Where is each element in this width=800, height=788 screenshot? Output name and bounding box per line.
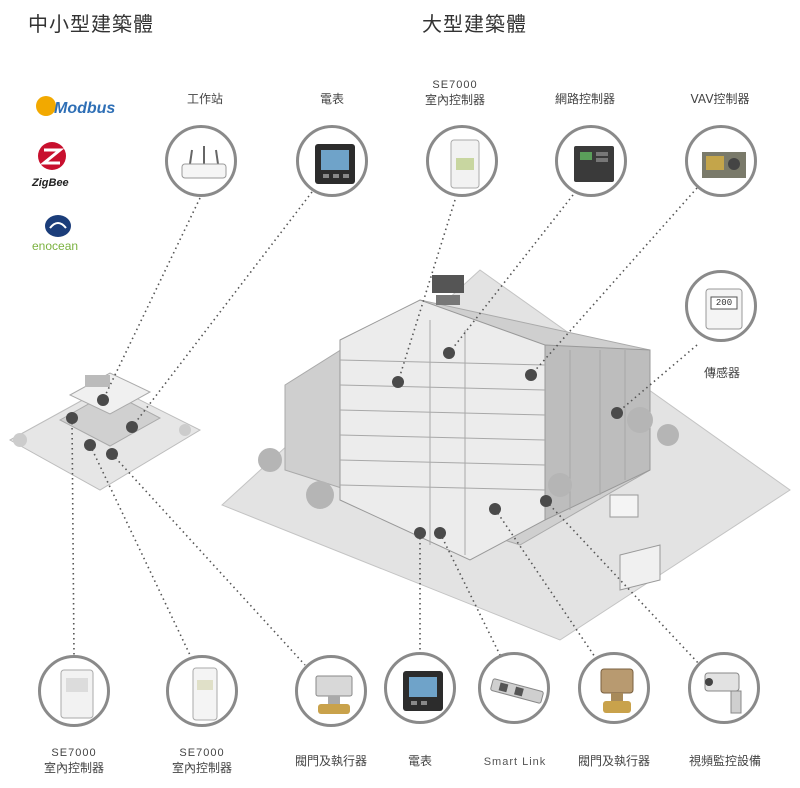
thermostat-icon (60, 669, 94, 719)
smart-link-module-icon (490, 678, 544, 704)
connector-lines (71, 187, 701, 666)
label-se7000-bottom-b-model: SE7000 (179, 747, 225, 759)
meter-top-circle (296, 125, 368, 197)
network-controller-circle (555, 125, 627, 197)
smart-link-circle (478, 652, 550, 724)
zigbee-logo: ZigBee (30, 140, 90, 192)
label-se7000-bottom-a-model: SE7000 (51, 747, 97, 759)
vav-controller-icon (702, 152, 746, 178)
label-smart-link: Smart Link (483, 756, 547, 768)
label-se7000-top: SE7000 室內控制器 (415, 78, 495, 108)
label-workstation: 工作站 (186, 92, 223, 106)
cctv-circle (688, 652, 760, 724)
sensor-display: 200 (715, 298, 733, 308)
label-meter-bottom: 電表 (407, 754, 432, 768)
label-valve-b: 閥門及執行器 (577, 754, 650, 768)
valve-actuator-icon (600, 668, 634, 713)
heading-small-building: 中小型建築體 (28, 12, 154, 36)
cctv-camera-icon (704, 672, 742, 714)
label-network-controller: 網路控制器 (554, 92, 615, 106)
label-vav-controller: VAV控制器 (690, 92, 750, 106)
small-building (8, 372, 202, 491)
label-valve-a: 閥門及執行器 (294, 754, 367, 768)
modbus-text: Modbus (54, 100, 115, 117)
sensor-icon (705, 288, 743, 330)
network-controller-icon (574, 146, 614, 182)
wireless-router-icon (181, 146, 227, 179)
heading-large-building: 大型建築體 (422, 12, 527, 36)
valve-actuator-icon (315, 675, 353, 714)
label-se7000-bottom-a: SE7000 室內控制器 (34, 746, 114, 776)
se7000-top-circle (426, 125, 498, 197)
valve-a-circle (295, 655, 367, 727)
connection-nodes (66, 347, 623, 539)
label-se7000-bottom-a-name: 室內控制器 (43, 761, 104, 775)
valve-b-circle (578, 652, 650, 724)
label-sensor: 傳感器 (703, 366, 740, 380)
se7000-bottom-b-circle (166, 655, 238, 727)
enocean-logo: enocean (30, 212, 110, 256)
label-se7000-bottom-b-name: 室內控制器 (171, 761, 232, 775)
zigbee-text: ZigBee (31, 177, 69, 189)
meter-bottom-circle (384, 652, 456, 724)
thermostat-icon (192, 667, 218, 721)
workstation-circle (165, 125, 237, 197)
sensor-circle: 200 (685, 270, 757, 342)
se7000-bottom-a-circle (38, 655, 110, 727)
large-building (221, 269, 791, 641)
thermostat-icon (450, 139, 480, 189)
enocean-text: enocean (32, 239, 78, 253)
label-se7000-top-name: 室內控制器 (424, 93, 485, 107)
modbus-logo: Modbus (32, 92, 137, 122)
label-meter-top: 電表 (319, 92, 344, 106)
power-meter-icon (315, 144, 355, 184)
label-se7000-bottom-b: SE7000 室內控制器 (162, 746, 242, 776)
label-cctv: 視頻監控設備 (688, 754, 761, 768)
power-meter-icon (403, 671, 443, 711)
vav-controller-circle (685, 125, 757, 197)
label-se7000-top-model: SE7000 (432, 79, 478, 91)
